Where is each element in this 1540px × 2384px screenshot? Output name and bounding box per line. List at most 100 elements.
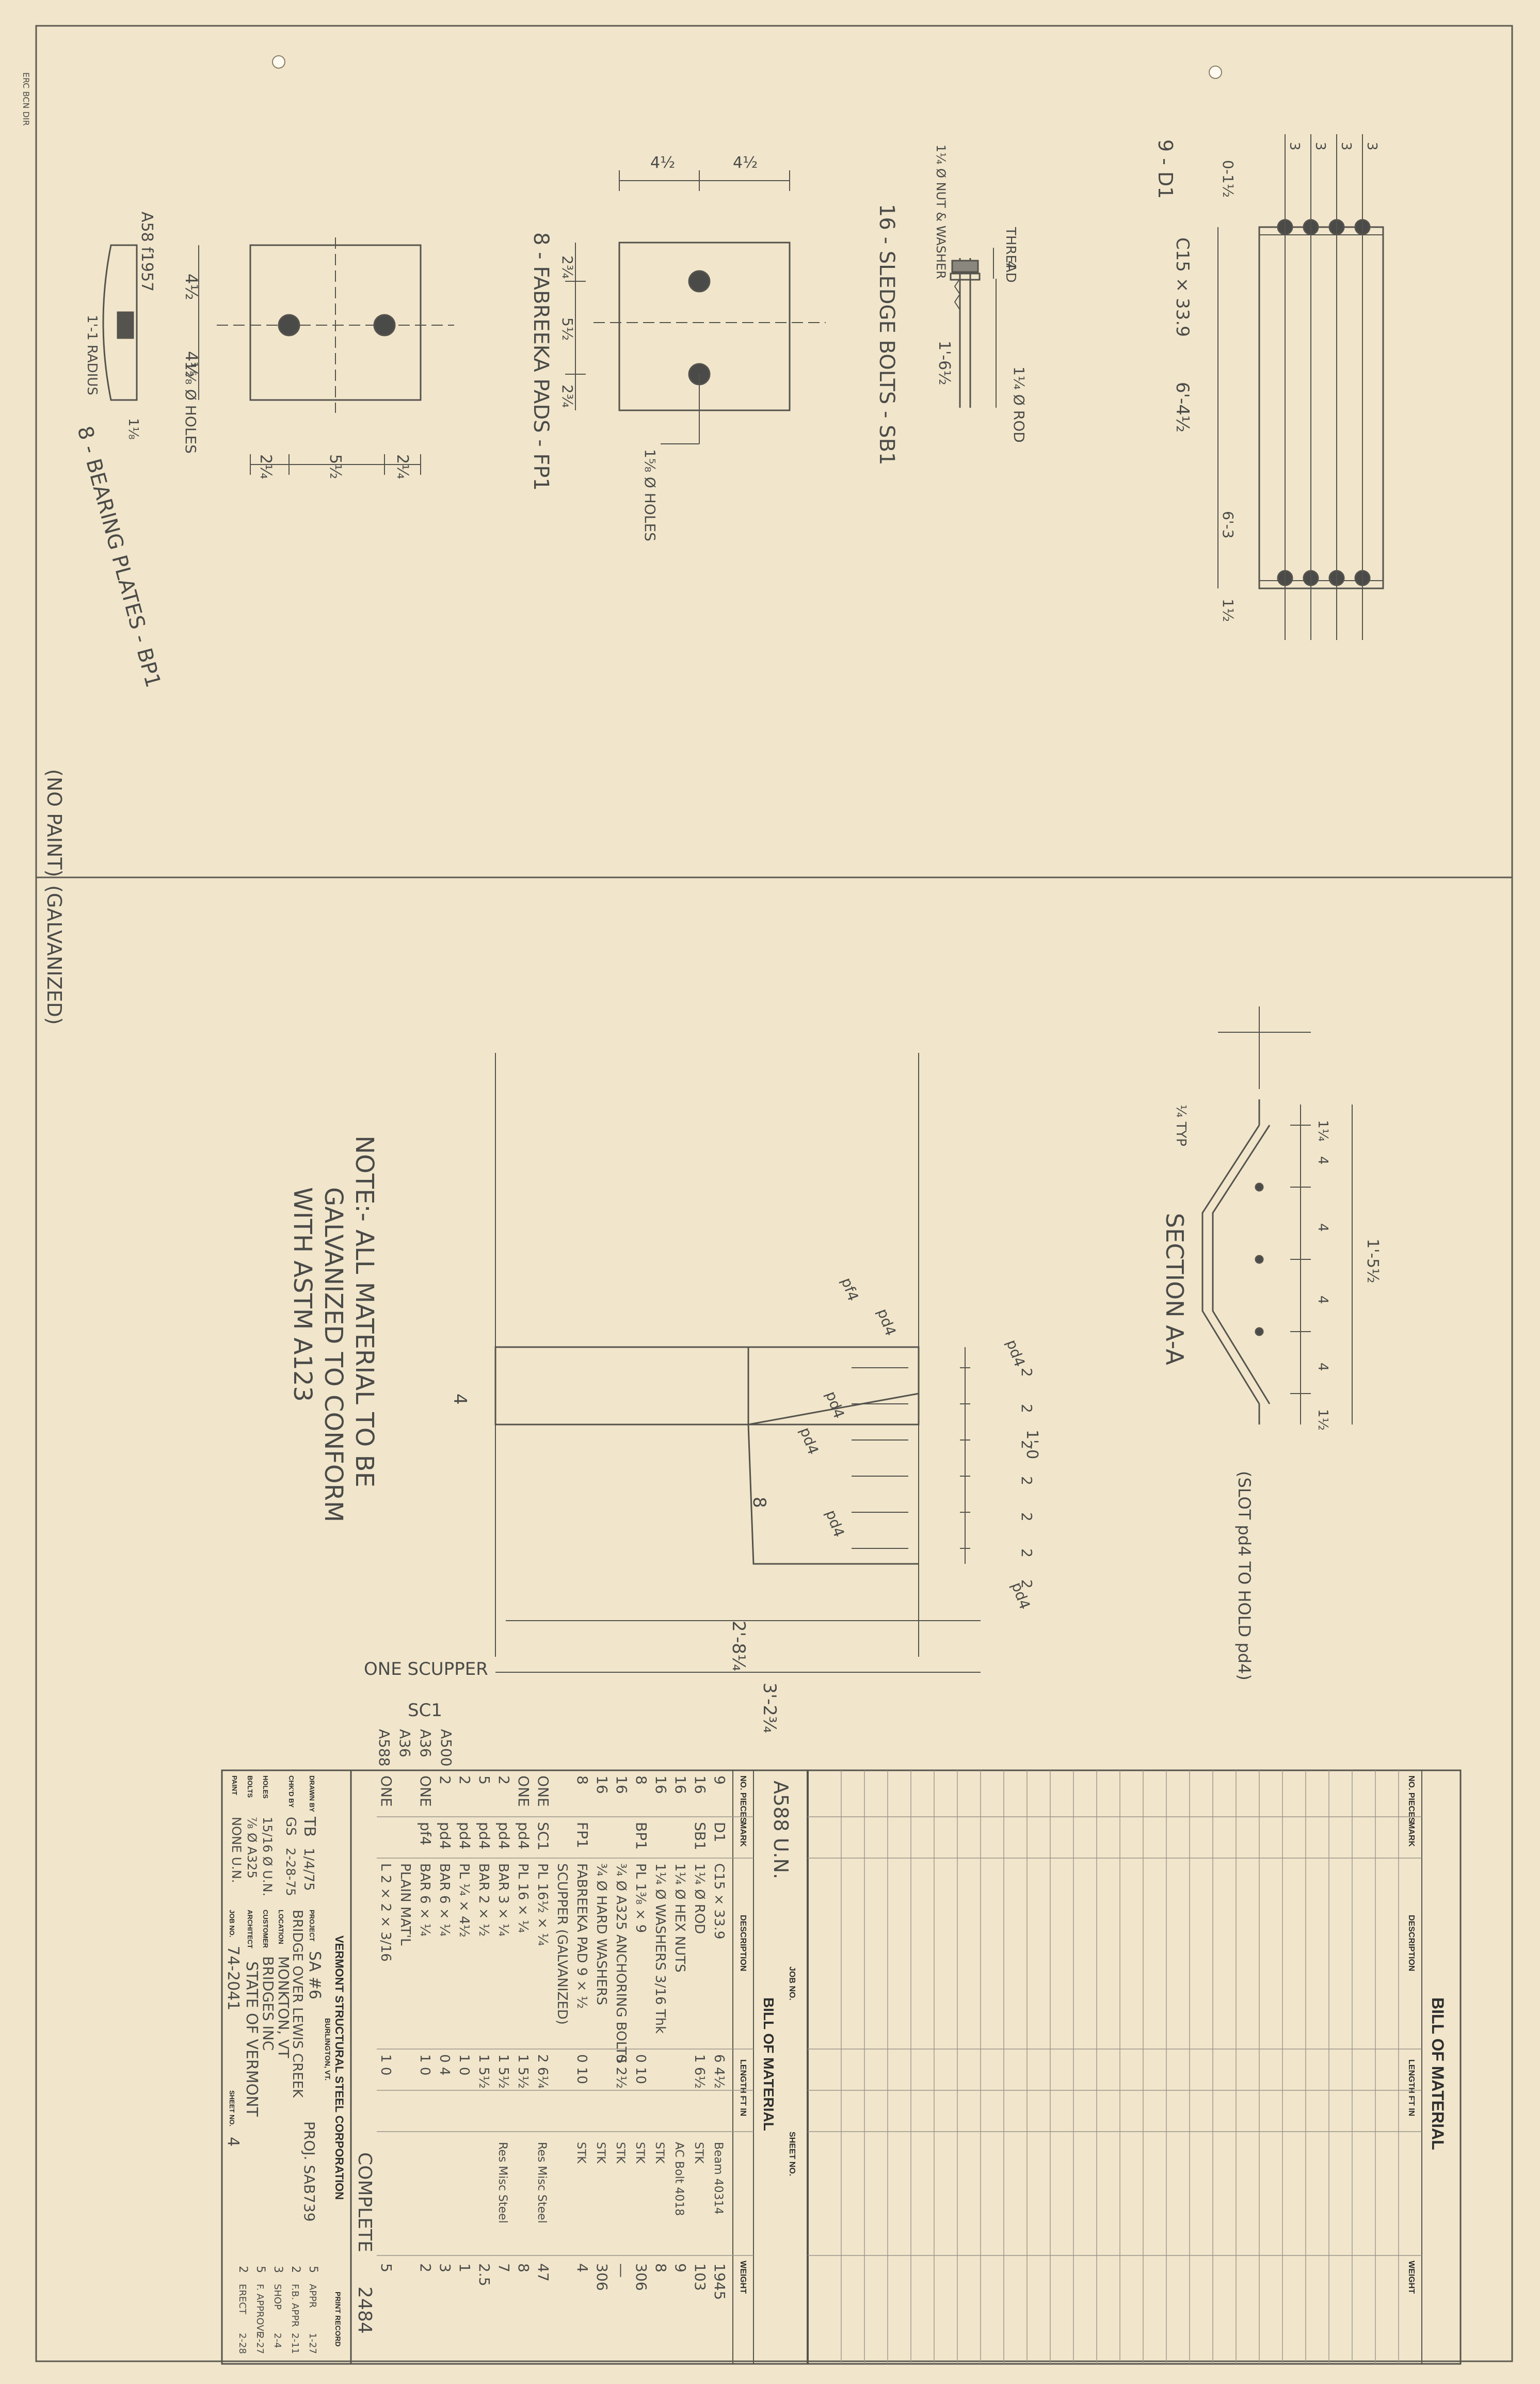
section-dim: 4 xyxy=(1315,1295,1330,1304)
bom-cell-remark: Res Misc Steel xyxy=(496,2142,509,2223)
scupper-elevation xyxy=(494,1053,981,1673)
sb-length: 1'-6½ xyxy=(935,341,953,385)
bom-spec: A588 U.N. xyxy=(769,1781,792,1879)
bp-dim-mid: 5½ xyxy=(326,454,344,479)
bom-cell-pieces: 16 xyxy=(672,1775,689,1794)
bom-cell-length: 0 2½ xyxy=(613,2054,629,2089)
fp-dim-top2: 4½ xyxy=(733,154,758,172)
channel-detail xyxy=(1217,134,1384,640)
bom-cell-mark: FP1 xyxy=(574,1822,591,1848)
bom-cell-mark: pd4 xyxy=(515,1822,532,1849)
bom-cell-mark: pd4 xyxy=(437,1822,454,1849)
section-width: 1'-5½ xyxy=(1363,1239,1382,1283)
bom-cell-desc: PL 1⅜ × 9 xyxy=(633,1863,648,1933)
bom-cell-length: 6 4½ xyxy=(711,2054,727,2089)
bom-cell-mark: pf4 xyxy=(417,1822,434,1845)
scupper-spacing: 2 xyxy=(1018,1404,1035,1413)
print-record-for: SHOP xyxy=(272,2284,283,2310)
bom-cell-desc: PLAIN MAT'L xyxy=(397,1863,413,1946)
bom-cell-desc: PL 16 × ¼ xyxy=(515,1863,531,1933)
binding-hole xyxy=(272,55,285,69)
bom-cell-pieces: 8 xyxy=(574,1775,591,1785)
bom-cell-pieces: 16 xyxy=(652,1775,669,1794)
project-name: BRIDGE OVER LEWIS CREEK xyxy=(290,1910,305,2098)
bom-cell-length: 0 4 xyxy=(437,2054,452,2075)
scupper-spacing: 2 xyxy=(1018,1548,1035,1558)
bom-col-weight: WEIGHT xyxy=(739,2261,747,2294)
scupper-leg: 8 xyxy=(749,1497,769,1508)
bom-spec-mark: A588 xyxy=(376,1729,393,1767)
bom-cell-mark: BP1 xyxy=(633,1822,650,1850)
bom-cell-desc: PL 16½ × ¼ xyxy=(535,1863,550,1946)
slot-note: (SLOT pd4 TO HOLD pd4) xyxy=(1234,1471,1254,1681)
bom-col-length: LENGTH FT IN xyxy=(739,2059,747,2116)
bom-col-mark: MARK xyxy=(1407,1822,1416,1847)
weld-symbol: ¼ TYP xyxy=(1173,1105,1189,1146)
bom-cell-pieces: 16 xyxy=(613,1775,630,1794)
bom-cell-weight: 8 xyxy=(515,2263,532,2273)
bom-cell-weight: 1 xyxy=(456,2263,473,2273)
print-record-date: 1-27 xyxy=(307,2333,318,2354)
customer: BRIDGES INC xyxy=(260,1956,277,2051)
channel-end: 0-1½ xyxy=(1220,160,1237,198)
print-record-no: 2 xyxy=(236,2266,249,2273)
bp-spec: A58 f1957 xyxy=(138,212,156,292)
section-title: SECTION A-A xyxy=(1161,1213,1189,1365)
paint: NONE U.N. xyxy=(229,1817,244,1883)
fp-holes: 1⅝ Ø HOLES xyxy=(641,449,659,541)
fp-dim-side3: 2¾ xyxy=(559,385,576,408)
bp-dim-bottom: 4½ xyxy=(182,351,201,377)
drawn-label: DRAWN BY xyxy=(308,1775,316,1812)
galv-note-line: WITH ASTM A123 xyxy=(288,1187,317,1402)
print-record-date: 2-4 xyxy=(272,2333,283,2348)
bom-cell-desc: 1¼ Ø WASHERS 3/16 Thk xyxy=(652,1863,668,2034)
sledge-bolt-detail xyxy=(950,248,997,408)
fp-dim-top1: 4½ xyxy=(650,154,675,172)
location: MONKTON, VT xyxy=(275,1956,292,2058)
bom-col-length: LENGTH FT IN xyxy=(1407,2059,1416,2116)
sheet-label: SHEET NO. xyxy=(228,2090,236,2126)
bom-cell-desc: BAR 3 × ¼ xyxy=(495,1863,511,1937)
bom-spec-mark: A500 xyxy=(438,1729,455,1767)
bom-cell-mark: D1 xyxy=(711,1822,728,1842)
holes: 15/16 Ø U.N. xyxy=(260,1817,275,1896)
bom-cell-weight: 3 xyxy=(437,2263,454,2273)
channel-spacing: 3 xyxy=(1312,142,1328,151)
bom-cell-remark: STK xyxy=(614,2142,627,2164)
bom-cell-length: 1 5½ xyxy=(515,2054,531,2089)
bom-col-desc: DESCRIPTION xyxy=(739,1915,747,1971)
section-dim: 4 xyxy=(1315,1363,1330,1371)
bom-cell-weight: 9 xyxy=(672,2263,689,2273)
section-dim: 1½ xyxy=(1315,1409,1330,1431)
customer-label: CUSTOMER xyxy=(262,1910,269,1948)
bom-title: BILL OF MATERIAL xyxy=(1429,1997,1447,2150)
sb-rod: 1¼ Ø ROD xyxy=(1010,366,1028,443)
job-label: JOB NO. xyxy=(228,1910,236,1937)
binding-hole xyxy=(1209,66,1222,79)
fp-dim-side1: 2¾ xyxy=(559,255,576,279)
bom-cell-pieces: ONE xyxy=(535,1775,552,1807)
bom-cell-weight: 306 xyxy=(593,2263,611,2291)
bp-radius: 1'-1 RADIUS xyxy=(84,315,100,395)
fabreeka-pad-title: 8 - FABREEKA PADS - FP1 xyxy=(529,232,553,491)
bom-cell-desc: ¾ Ø HARD WASHERS xyxy=(593,1863,609,2005)
bom-cell-desc: BAR 6 × ¼ xyxy=(417,1863,432,1937)
bom-cell-pieces: 5 xyxy=(476,1775,493,1785)
bp-holes: 1⅝ Ø HOLES xyxy=(182,361,199,454)
project-label: PROJECT xyxy=(308,1910,316,1941)
section-dim: 1¼ xyxy=(1315,1120,1330,1142)
print-record-date: 2-28 xyxy=(237,2333,248,2354)
bom-cell-length: 1 5½ xyxy=(476,2054,491,2089)
sheet-border xyxy=(35,25,1513,2362)
scupper-mark: SC1 xyxy=(408,1700,442,1721)
bom-cell-desc: C15 × 33.9 xyxy=(711,1863,727,1939)
bom-cell-desc: 1¼ Ø HEX NUTS xyxy=(672,1863,687,1973)
print-record-for: F.B. APPR xyxy=(290,2284,300,2327)
bom-cell-desc: 1¼ Ø ROD xyxy=(692,1863,707,1934)
holes-label: HOLES xyxy=(262,1775,269,1799)
bom-cell-weight: 2.5 xyxy=(476,2263,493,2286)
bom-cell-pieces: ONE xyxy=(378,1775,395,1807)
sledge-bolt-title: 16 - SLEDGE BOLTS - SB1 xyxy=(875,204,899,465)
bom-cell-desc: FABREEKA PAD 9 × ½ xyxy=(574,1863,589,2009)
